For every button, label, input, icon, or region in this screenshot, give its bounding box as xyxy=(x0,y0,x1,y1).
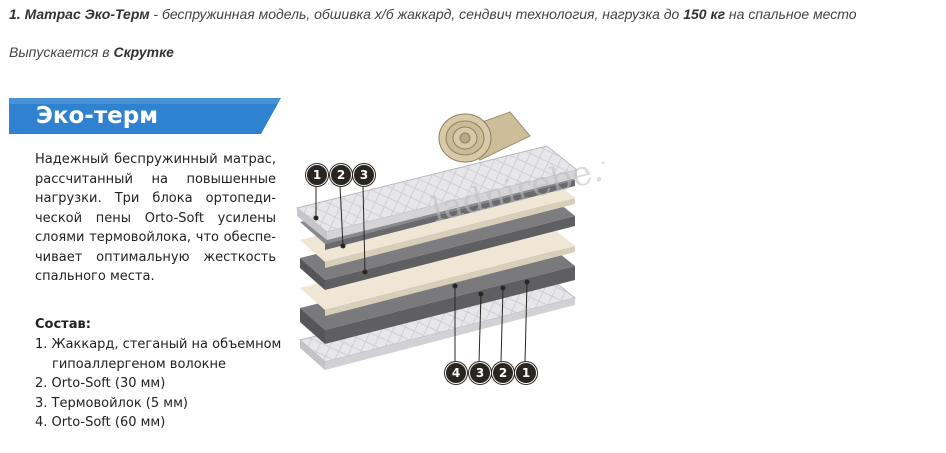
composition-list: 1. Жаккард, стеганый на объемном гипоалл… xyxy=(35,335,302,433)
leader-lines xyxy=(313,185,530,363)
model-banner: Эко-терм xyxy=(9,98,281,134)
layer-top-jacquard xyxy=(295,145,579,240)
layer-felt-lower xyxy=(300,226,575,316)
intro-suffix: на спальное место xyxy=(725,6,857,22)
banner-background xyxy=(9,98,281,134)
composition-item: 1. Жаккард, стеганый на объемном гипоалл… xyxy=(35,337,282,372)
release-text: Выпускается в xyxy=(9,44,114,60)
release-form: Скрутке xyxy=(113,44,174,60)
model-description: Надежный беспружинный матрас, рассчитанн… xyxy=(35,152,276,284)
intro-load: 150 кг xyxy=(683,6,726,22)
composition-item: 2. Orto-Soft (30 мм) xyxy=(35,376,166,391)
rolled-mattress-icon xyxy=(438,111,531,163)
release-line: Выпускается в Скрутке xyxy=(9,44,174,60)
intro-text: - беспружинная модель, обшивка х/б жакка… xyxy=(149,6,684,22)
composition-title: Состав: xyxy=(35,317,91,332)
banner-title: Эко-терм xyxy=(36,103,159,129)
intro-model-name: 1. Матрас Эко-Терм xyxy=(9,6,150,22)
composition-item: 4. Orto-Soft (60 мм) xyxy=(35,415,166,430)
mattress-layers-diagram: ladnirebe.ru xyxy=(295,111,605,370)
intro-line: 1. Матрас Эко-Терм - беспружинная модель… xyxy=(9,6,939,22)
composition-item: 3. Термовойлок (5 мм) xyxy=(35,395,188,411)
